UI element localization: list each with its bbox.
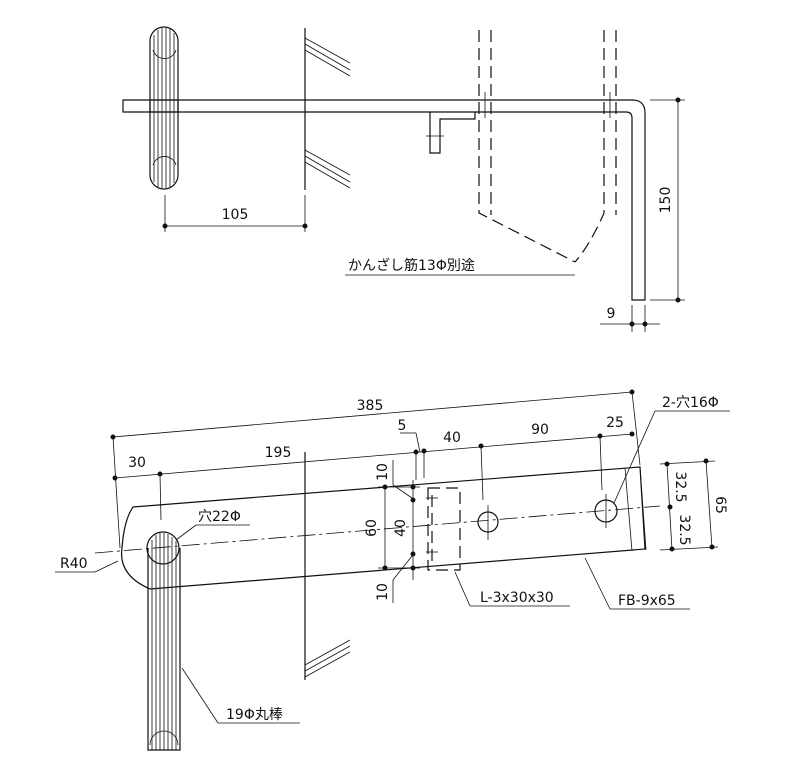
dimension-vertical-left: 10 60 40 10: [364, 460, 420, 603]
hole-22: [146, 531, 180, 565]
radius-label: R40: [60, 556, 88, 572]
wall-line-plan: [304, 452, 351, 680]
angle-bracket-elevation: [426, 112, 476, 154]
holes: [477, 494, 618, 540]
round-bar-label: 19Φ丸棒: [226, 707, 283, 723]
dim-10-bottom-label: 10: [375, 583, 391, 601]
dim-40-top-label: 40: [443, 430, 461, 446]
angle-plan: [426, 487, 461, 571]
plan-view: 385 30 195 5 40 90 25: [55, 389, 730, 751]
callouts: 穴22Φ 2-穴16Φ R40 L-3x30x30 FB-9x65 19Φ丸棒: [55, 395, 730, 724]
dim-195-label: 195: [265, 445, 292, 461]
dimension-150: 150: [650, 97, 685, 303]
dimension-105: 105: [162, 195, 308, 232]
dim-10-top-label: 10: [375, 463, 391, 481]
holes-16-label: 2-穴16Φ: [662, 395, 719, 411]
dim-25-label: 25: [606, 415, 624, 431]
dim-40-side-label: 40: [393, 519, 409, 537]
dimension-chain: 30 195 5 40 90 25: [112, 415, 635, 521]
rebar-callout: かんざし筋13Φ別途: [345, 257, 575, 276]
dim-65-label: 65: [712, 496, 728, 514]
dim-9-label: 9: [607, 306, 616, 322]
dim-32-5-b-label: 32.5: [676, 514, 692, 545]
dim-105-label: 105: [222, 207, 249, 223]
dim-385-label: 385: [357, 398, 384, 414]
flat-bar-elevation: [122, 99, 646, 301]
rebar-dashed: [478, 30, 617, 263]
dimension-385: 385: [110, 389, 641, 549]
flatbar-label: FB-9x65: [618, 593, 676, 609]
round-bar-elevation: [149, 26, 179, 190]
dim-60-label: 60: [364, 519, 380, 537]
angle-label: L-3x30x30: [480, 590, 554, 606]
hole-22-label: 穴22Φ: [198, 509, 241, 525]
dim-90-label: 90: [531, 422, 549, 438]
dim-5-label: 5: [398, 418, 407, 434]
dim-150-label: 150: [658, 187, 674, 214]
flat-bar-plan: [94, 466, 661, 590]
dim-30-label: 30: [128, 455, 146, 471]
rebar-note-label: かんざし筋13Φ別途: [348, 257, 475, 274]
top-view: 105 150 9 かんざし筋13Φ別途: [122, 26, 685, 332]
wall-line: [304, 28, 351, 190]
dimension-9: 9: [600, 305, 660, 332]
dimension-vertical-right: 32.5 32.5 65: [659, 458, 728, 552]
dim-32-5-a-label: 32.5: [672, 471, 688, 502]
round-bar-plan: [146, 531, 181, 751]
